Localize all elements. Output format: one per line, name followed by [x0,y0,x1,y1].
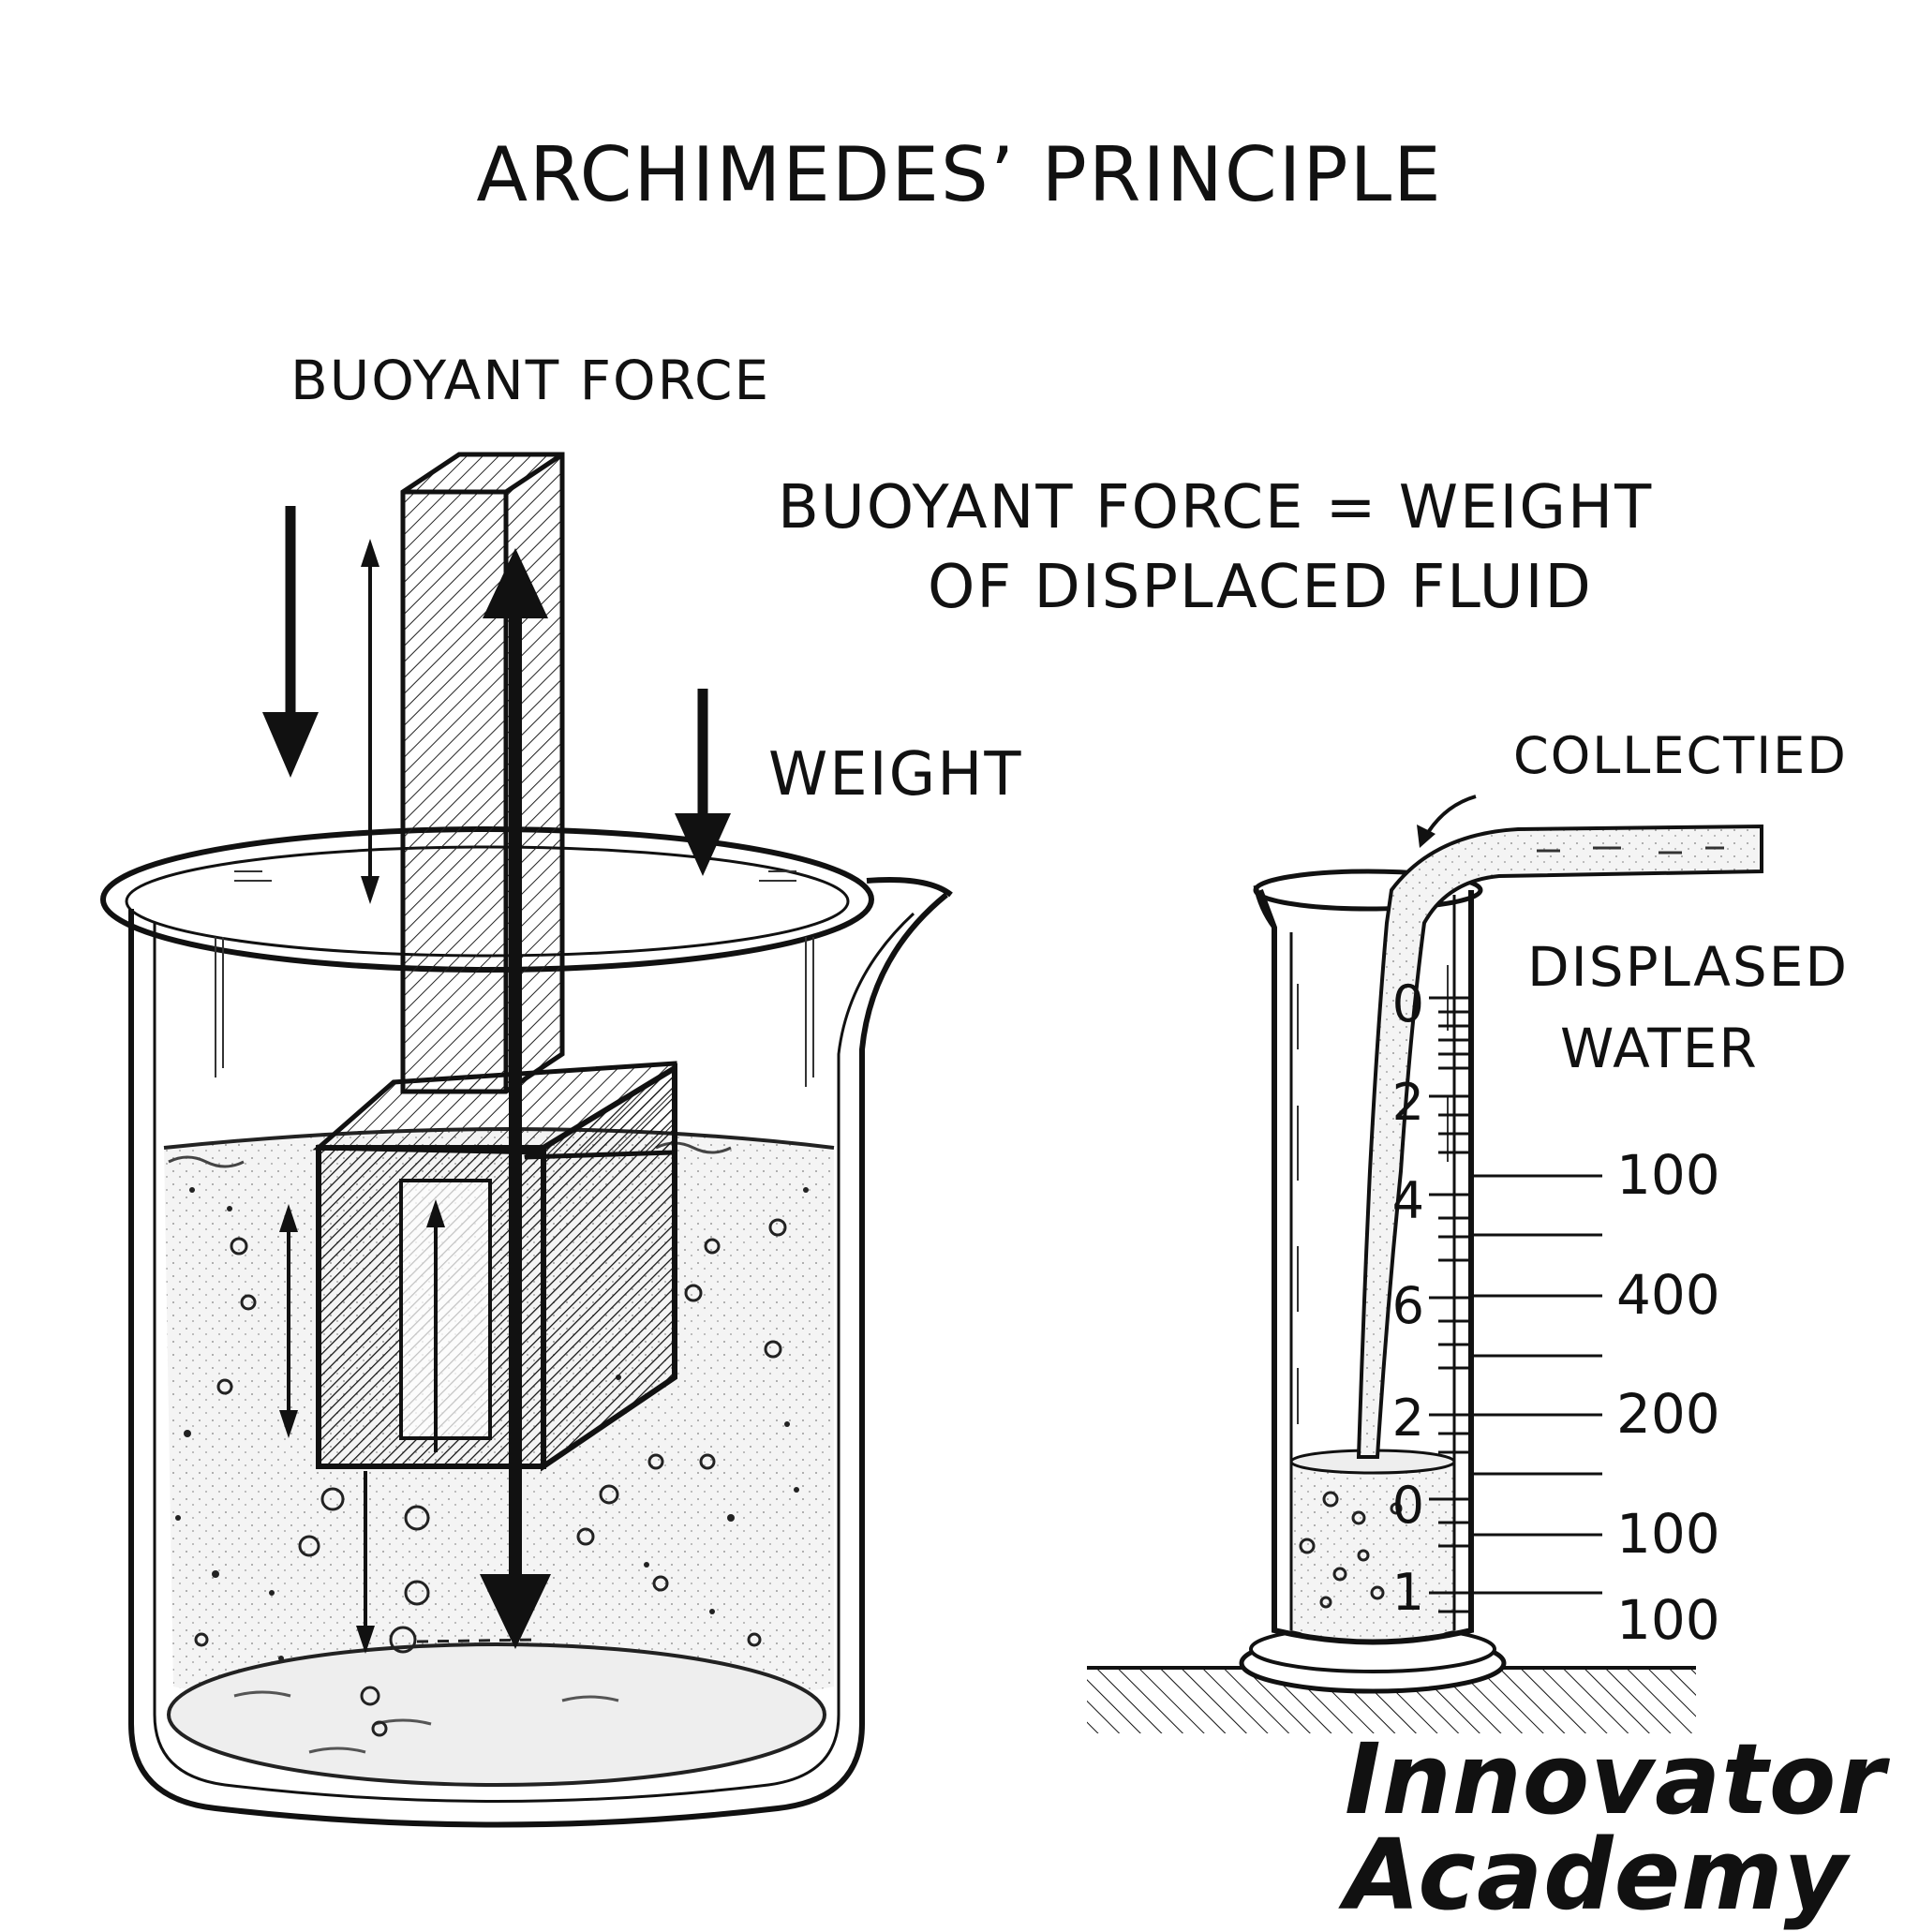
rod [400,452,565,1094]
weight-label: WEIGHT [768,740,1023,810]
equation-line-1: BUOYANT FORCE = WEIGHT [778,473,1654,542]
cylinder-scale-right-3: 100 [1616,1502,1720,1566]
cylinder-scale-left-1: 2 [1391,1073,1424,1132]
displaced-label-line-1: DISPLASED [1527,935,1850,999]
equation-line-2: OF DISPLACED FLUID [928,553,1593,622]
brand-name-line-2: Academy [1345,1818,1849,1932]
force-arrows [262,506,1477,1654]
cylinder-scale-right-4: 100 [1616,1588,1720,1652]
cylinder-scale-right-0: 100 [1616,1143,1720,1207]
displaced-label-line-2: WATER [1560,1017,1759,1080]
buoyant-force-label: BUOYANT FORCE [290,349,771,412]
cylinder-scale-left-5: 0 [1391,1476,1424,1535]
graduated-cylinder [1087,824,1763,1733]
brand-name-line-1: Innovator [1345,1722,1886,1836]
cylinder-scale-left-0: 0 [1391,974,1424,1033]
cylinder-scale-left-4: 2 [1391,1389,1424,1448]
cylinder-scale-right-2: 200 [1616,1382,1720,1446]
cylinder-scale-left-3: 6 [1391,1276,1424,1335]
cylinder-scale-left-2: 4 [1391,1171,1424,1230]
collected-label: COLLECTIED [1513,726,1848,785]
cylinder-scale-right-1: 400 [1616,1263,1720,1327]
cylinder-scale-left-6: 1 [1391,1563,1424,1622]
diagram-title: ARCHIMEDES’ PRINCIPLE [476,131,1443,218]
